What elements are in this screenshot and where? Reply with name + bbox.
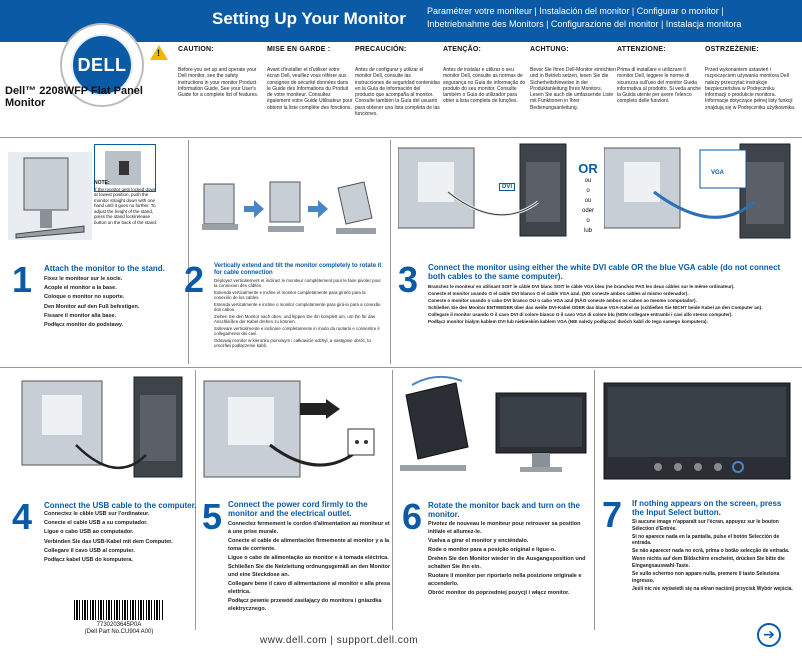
divider <box>392 370 393 630</box>
barcode <box>74 600 164 620</box>
step-heading: Rotate the monitor back and turn on the … <box>428 501 581 519</box>
warning-pt: ATENÇÃO: Antes de instalar e utilizar o … <box>443 46 526 105</box>
warning-icon: ! <box>150 45 168 60</box>
lock-detail-box <box>94 144 156 192</box>
usb-connection-illustration <box>16 375 186 485</box>
step-number: 5 <box>202 496 223 537</box>
step-number: 4 <box>12 496 33 537</box>
step-lines: Fixez le moniteur sur le socle.Acople el… <box>44 276 140 329</box>
note-heading: NOTE: <box>94 180 110 186</box>
language-line-1: Paramétrer votre moniteur | Instalación … <box>427 6 724 16</box>
or-block: OR ou o ou oder o lub <box>574 161 602 236</box>
language-line-2: Inbetriebnahme des Monitors | Configuraz… <box>427 19 742 29</box>
header-bar: Setting Up Your Monitor Paramétrer votre… <box>0 0 802 42</box>
input-select-illustration <box>598 375 794 485</box>
step-number: 2 <box>184 259 205 300</box>
warning-pl: OSTRZEŻENIE: Przed wykonaniem ustawień i… <box>705 46 796 111</box>
warning-fr: MISE EN GARDE : Avant d'installer et d'u… <box>267 46 353 111</box>
language-titles: Paramétrer votre moniteur | Instalación … <box>427 5 797 31</box>
step-lines: Déployez verticalement et inclinez le mo… <box>214 278 381 348</box>
warning-en: CAUTION: Before you set up and operate y… <box>178 46 259 99</box>
step-lines: Connectez fermement le cordon d'alimenta… <box>228 521 390 612</box>
page-title: Setting Up Your Monitor <box>212 9 406 28</box>
divider <box>594 370 595 630</box>
step-number: 3 <box>398 259 419 300</box>
step-lines: Pivotez de nouveau le moniteur pour retr… <box>428 521 586 597</box>
logo-text: DELL <box>77 54 127 75</box>
divider <box>390 140 391 364</box>
step-heading: Vertically extend and tilt the monitor c… <box>214 263 382 276</box>
dell-logo: DELL <box>60 23 144 107</box>
step-lines: Connectez le câble USB sur l'ordinateur.… <box>44 511 173 564</box>
warning-es: PRECAUCIÓN: Antes de configurar y utiliz… <box>355 46 441 118</box>
warning-de: ACHTUNG: Bevor Sie Ihren Dell-Monitor ei… <box>530 46 616 111</box>
warning-it: ATTENZIONE: Prima di installare e utiliz… <box>617 46 701 105</box>
note-text: If the monitor gets locked down at lowes… <box>94 186 158 225</box>
product-name: Dell™ 2208WFP Flat Panel Monitor <box>5 85 143 109</box>
divider <box>188 140 189 364</box>
extend-tilt-illustration <box>196 178 386 240</box>
dvi-connection-illustration <box>397 142 568 242</box>
step-heading: Connect the power cord firmly to the mon… <box>228 500 368 518</box>
divider <box>0 137 802 138</box>
step-heading: Connect the monitor using either the whi… <box>428 263 781 281</box>
vga-label: VGA <box>711 170 725 176</box>
step-heading: Connect the USB cable to the computer. <box>44 501 197 510</box>
rotate-power-on-illustration <box>396 375 592 485</box>
divider <box>0 367 802 368</box>
step-heading: Attach the monitor to the stand. <box>44 264 165 273</box>
vga-connection-illustration <box>603 142 794 242</box>
power-cord-illustration <box>200 375 386 485</box>
monitor-stand-illustration <box>8 152 92 240</box>
step-number: 7 <box>602 494 623 535</box>
step-lines: Branchez le moniteur en utilisant SOIT l… <box>428 284 763 325</box>
dvi-label: DVI <box>499 183 516 191</box>
next-arrow-icon[interactable]: ➔ <box>757 623 781 647</box>
step-number: 1 <box>12 259 33 300</box>
or-text: OR <box>578 161 598 176</box>
step-heading: If nothing appears on the screen, press … <box>632 499 782 517</box>
step-number: 6 <box>402 496 423 537</box>
footer-url[interactable]: www.dell.com | support.dell.com <box>260 635 419 646</box>
stand-note: NOTE: If the monitor gets locked down at… <box>94 180 160 225</box>
divider <box>195 370 196 630</box>
step-lines: Si aucune image n'apparaît sur l'écran, … <box>632 519 793 592</box>
barcode-text: 7730203645P0A (Dell Part No.CU904 A00) <box>84 622 154 635</box>
